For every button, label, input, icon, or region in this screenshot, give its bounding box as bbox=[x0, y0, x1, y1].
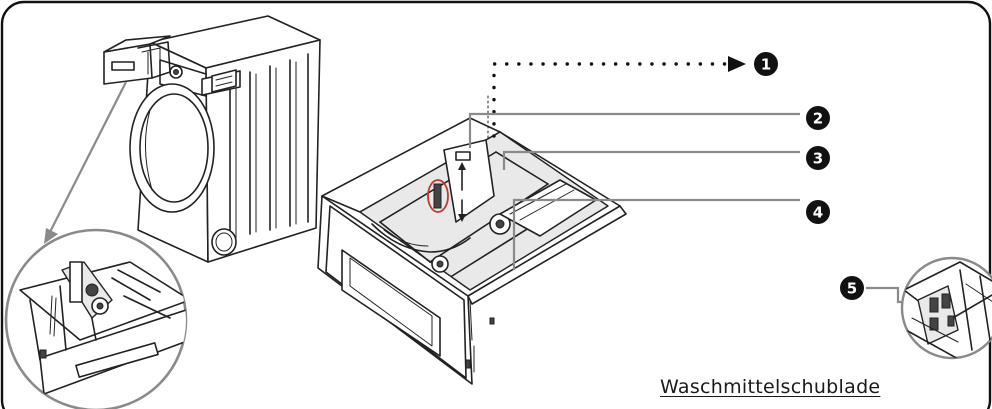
detail-zoom-circle bbox=[900, 256, 992, 360]
marker-1: 1 bbox=[754, 52, 778, 76]
marker-label-3: 3 bbox=[813, 150, 823, 168]
marker-label-4: 4 bbox=[813, 204, 823, 222]
callout-line-4 bbox=[512, 198, 800, 270]
callout-arrow-1 bbox=[728, 56, 746, 72]
caption-title: Waschmittelschublade bbox=[660, 376, 881, 398]
marker-2: 2 bbox=[806, 106, 830, 130]
detergent-drawer bbox=[317, 95, 627, 385]
marker-label-2: 2 bbox=[813, 110, 823, 128]
marker-label-5: 5 bbox=[847, 280, 857, 298]
marker-3: 3 bbox=[806, 146, 830, 170]
washing-machine bbox=[103, 15, 321, 263]
marker-label-1: 1 bbox=[761, 56, 771, 74]
drawer-zoom-circle bbox=[4, 228, 188, 409]
callout-line-3 bbox=[502, 150, 800, 170]
callout-line-2 bbox=[468, 112, 800, 148]
marker-4: 4 bbox=[806, 200, 830, 224]
zoom-leader bbox=[44, 81, 127, 244]
lever-highlight bbox=[427, 179, 449, 213]
callout-line-1 bbox=[492, 62, 740, 138]
marker-5: 5 bbox=[840, 276, 864, 300]
callout-lines bbox=[468, 56, 922, 304]
